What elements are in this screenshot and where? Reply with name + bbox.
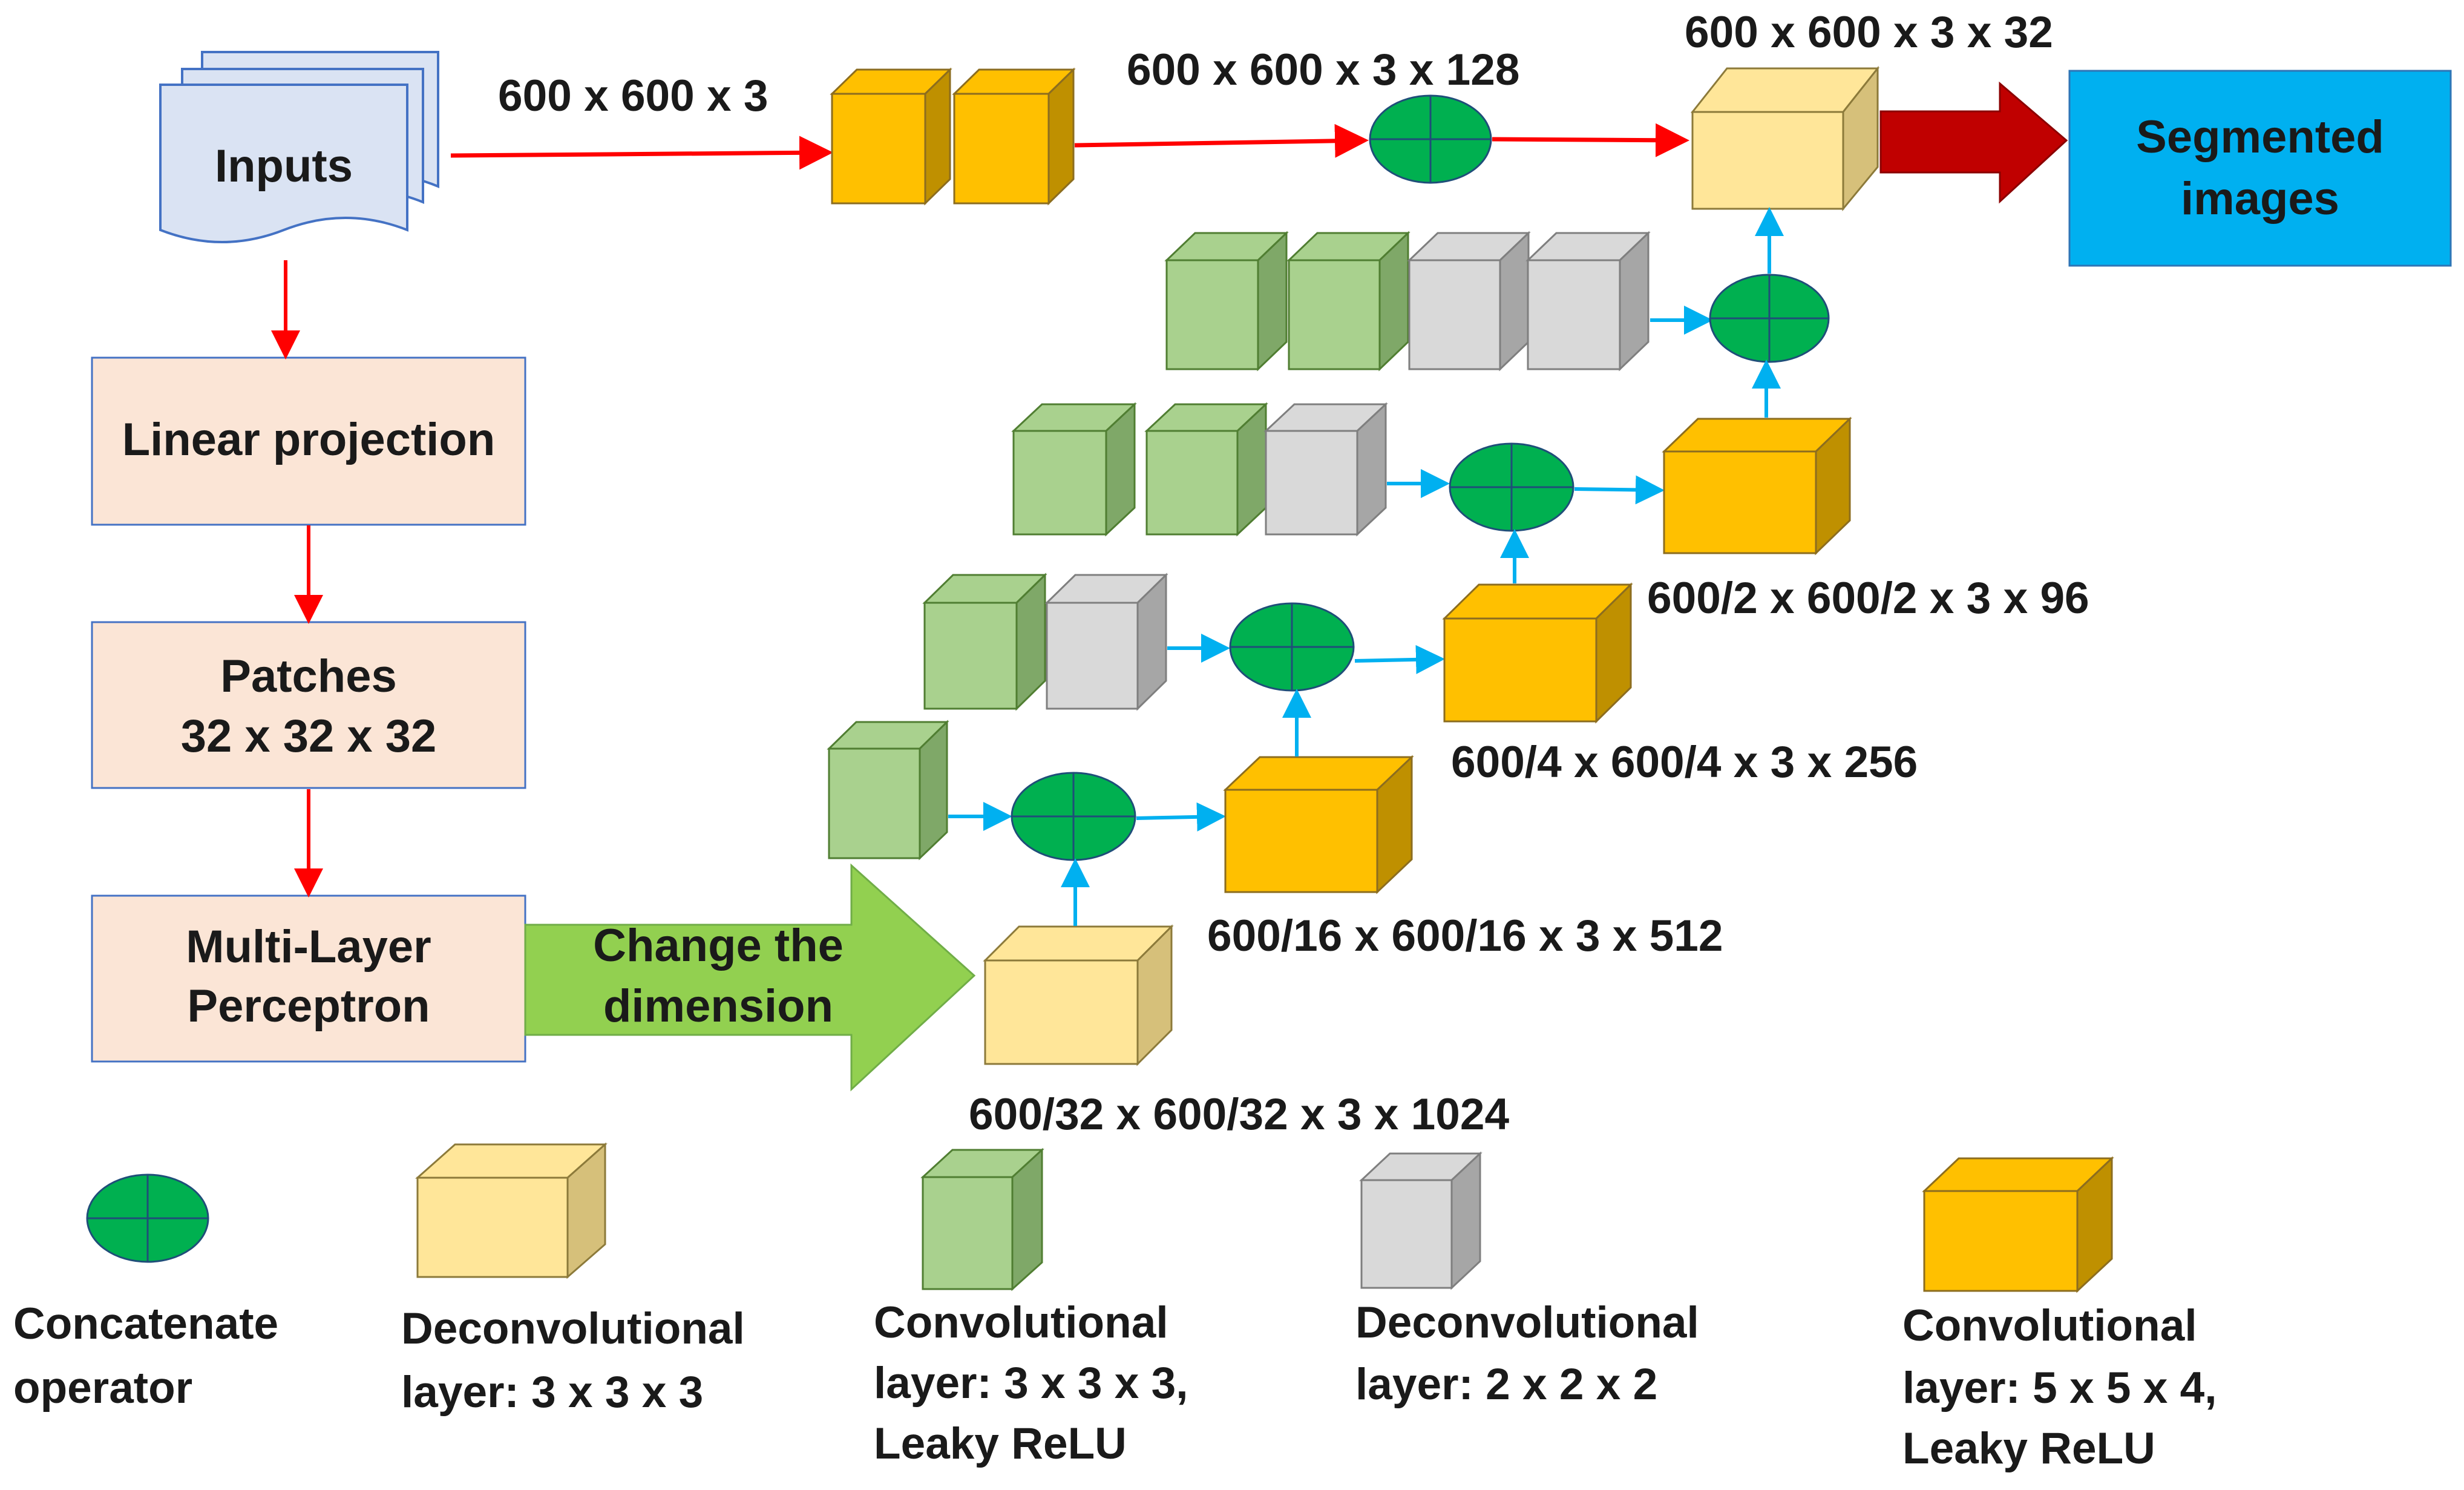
concat-operator-row1 — [1709, 274, 1830, 363]
arrow-row3-concat-to-conv — [1354, 645, 1445, 674]
top-deconv3-block — [1690, 65, 1880, 212]
top-conv5-block-1 — [830, 67, 952, 206]
legend-conv5-label-line1: Convolutional — [1902, 1301, 2197, 1350]
conv3-green-row1-a — [1164, 231, 1289, 372]
legend-conv3-label-line1: Convolutional — [874, 1298, 1168, 1347]
legend-deconv2-label-line2: layer: 2 x 2 x 2 — [1355, 1360, 1657, 1409]
patches-box: Patches 32 x 32 x 32 — [91, 621, 526, 789]
change-dimension-label-line2: dimension — [603, 980, 833, 1032]
legend-conv3-label-line3: Leaky ReLU — [874, 1419, 1127, 1468]
dim-label-level-512: 600/16 x 600/16 x 3 x 512 — [1207, 911, 1723, 960]
legend-conv5-label-line2: layer: 5 x 5 x 4, — [1902, 1364, 2217, 1413]
legend-concat-label-line1: Concatenate — [13, 1299, 278, 1348]
legend: Concatenate operator Deconvolutional lay… — [13, 1142, 2217, 1473]
legend-conv3-label-line2: layer: 3 x 3 x 3, — [874, 1359, 1188, 1408]
deconv2-gray-row2 — [1263, 402, 1388, 537]
legend-conv5-label-line3: Leaky ReLU — [1902, 1424, 2155, 1473]
conv3-green-row2-a — [1011, 402, 1137, 537]
dim-label-top-deconv: 600 x 600 x 3 x 32 — [1685, 8, 2053, 57]
mlp-label-line2: Perceptron — [187, 980, 430, 1032]
arrow-concat-to-top-deconv — [1492, 123, 1689, 157]
dim-label-input: 600 x 600 x 3 — [498, 71, 768, 120]
legend-concat-symbol — [86, 1173, 209, 1263]
legend-deconv3-label-line2: layer: 3 x 3 x 3 — [401, 1368, 703, 1417]
legend-deconv3-symbol — [415, 1142, 608, 1279]
change-dimension-arrow: Change the dimension — [524, 863, 976, 1092]
top-conv5-block-2 — [952, 67, 1076, 206]
legend-deconv2-label-line1: Deconvolutional — [1355, 1298, 1699, 1347]
conv3-green-row1-b — [1286, 231, 1411, 372]
dim-label-level-1024: 600/32 x 600/32 x 3 x 1024 — [969, 1090, 1509, 1139]
conv5-96-block — [1662, 416, 1852, 556]
change-dimension-label-line1: Change the — [593, 920, 844, 971]
arrow-row2-concat-to-conv — [1574, 475, 1665, 505]
deconv2-gray-row1-b — [1525, 231, 1651, 372]
linear-projection-box: Linear projection — [91, 356, 526, 526]
segmented-images-label-line2: images — [2181, 173, 2339, 225]
arrow-row4-concat-to-conv — [1136, 802, 1226, 832]
patches-size-label: 32 x 32 x 32 — [181, 711, 437, 762]
segmented-images-label-line1: Segmented — [2136, 111, 2384, 163]
dim-label-level-256: 600/4 x 600/4 x 3 x 256 — [1451, 738, 1918, 787]
conv5-512-block — [1223, 755, 1414, 894]
concat-operator-row3 — [1229, 602, 1355, 692]
patches-label: Patches — [220, 651, 397, 702]
legend-deconv2-symbol — [1359, 1151, 1483, 1290]
conv5-256-block — [1442, 582, 1633, 724]
deconv3-1024-block — [983, 924, 1174, 1066]
dim-label-top-conv: 600 x 600 x 3 x 128 — [1127, 45, 1519, 94]
segmented-images-box: Segmented images — [2068, 70, 2452, 267]
dim-label-level-96: 600/2 x 600/2 x 3 x 96 — [1647, 574, 2089, 623]
conv3-green-row4 — [827, 720, 949, 861]
mlp-box: Multi-Layer Perceptron — [91, 894, 526, 1063]
concat-operator-top — [1369, 94, 1492, 184]
conv3-green-row3 — [922, 573, 1047, 711]
arrow-to-output — [1879, 81, 2068, 204]
concat-operator-row4 — [1011, 772, 1136, 861]
mlp-label-line1: Multi-Layer — [186, 921, 431, 973]
arrow-top-conv-to-concat — [1074, 123, 1369, 158]
legend-conv3-symbol — [920, 1147, 1044, 1291]
concat-operator-row2 — [1449, 442, 1574, 532]
legend-deconv3-label-line1: Deconvolutional — [401, 1304, 745, 1353]
conv3-green-row2-b — [1144, 402, 1268, 537]
legend-conv5-symbol — [1922, 1156, 2114, 1293]
deconv2-gray-row1-a — [1407, 231, 1531, 372]
linear-projection-label: Linear projection — [122, 414, 496, 465]
deconv2-gray-row3 — [1044, 573, 1168, 711]
legend-concat-label-line2: operator — [13, 1364, 192, 1413]
inputs-label: Inputs — [215, 140, 353, 192]
inputs-document-stack: Inputs — [159, 51, 439, 243]
arrow-inputs-to-top-conv — [450, 136, 833, 170]
